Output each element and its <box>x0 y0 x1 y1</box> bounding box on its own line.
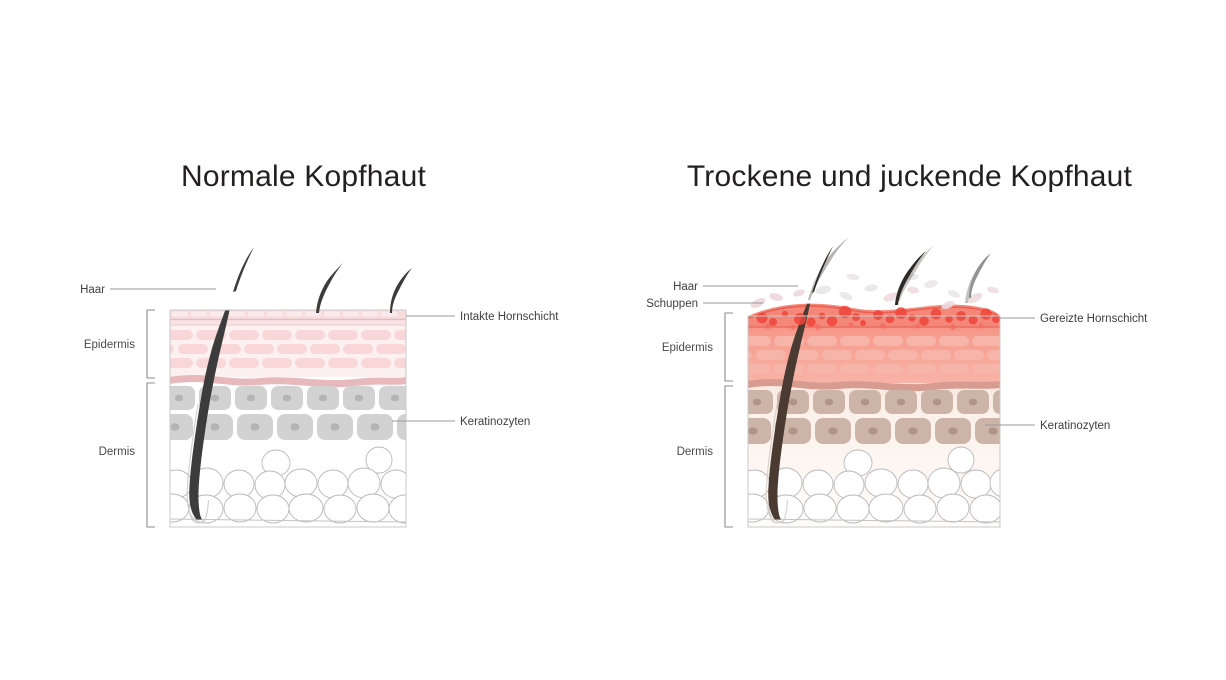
dry-itchy-scalp-illustration: Epidermis Dermis Haar Schuppen Gereizte … <box>646 237 1148 528</box>
normal-scalp-illustration: Epidermis Dermis Haar Intakte Hornschich… <box>80 247 559 528</box>
panel-dry-itchy-scalp: Trockene und juckende Kopfhaut <box>613 0 1226 680</box>
hair-follicle-main-normal <box>189 310 230 520</box>
basal-membrane-normal <box>170 375 406 388</box>
dermis-bracket-normal <box>146 382 155 528</box>
hair-strand-2-dry <box>895 251 926 305</box>
epidermis-bricks-dry <box>748 336 1000 374</box>
epidermis-bracket-normal <box>146 309 155 379</box>
label-keratinozyten-dry: Keratinozyten <box>1040 420 1110 432</box>
label-haar-dry: Haar <box>673 281 698 293</box>
skin-block-dry <box>747 273 1001 528</box>
panel-title-dry-itchy: Trockene und juckende Kopfhaut <box>686 160 1133 193</box>
hair-strand-3-normal <box>390 268 412 313</box>
skin-frame-normal <box>169 309 407 528</box>
label-dermis-normal: Dermis <box>99 446 136 458</box>
hair-strands-dry <box>808 237 991 305</box>
basal-membrane-dry <box>748 379 1000 392</box>
label-keratinozyten-normal: Keratinozyten <box>460 416 530 428</box>
label-hornschicht-normal: Intakte Hornschicht <box>460 311 559 323</box>
panel-title-normal: Normale Kopfhaut <box>180 160 426 193</box>
panel-normal-scalp: Normale Kopfhaut <box>80 160 559 528</box>
hair-strand-2-normal <box>316 263 343 313</box>
hair-strands-normal <box>233 247 412 313</box>
flakes-dry <box>750 273 999 310</box>
label-schuppen-dry: Schuppen <box>646 298 698 310</box>
hair-strand-3-dry <box>969 253 991 298</box>
skin-block-normal <box>169 309 407 528</box>
label-haar-normal: Haar <box>80 284 105 296</box>
hair-follicle-main-dry <box>768 303 812 520</box>
label-epidermis-normal: Epidermis <box>84 339 135 351</box>
skin-frame-dry <box>747 315 1001 528</box>
dermis-bracket-dry <box>724 385 733 528</box>
label-dermis-dry: Dermis <box>677 446 714 458</box>
label-hornschicht-dry: Gereizte Hornschicht <box>1040 313 1148 325</box>
fat-cells-normal <box>170 446 406 524</box>
label-epidermis-dry: Epidermis <box>662 342 713 354</box>
epidermis-bracket-dry <box>724 312 733 382</box>
